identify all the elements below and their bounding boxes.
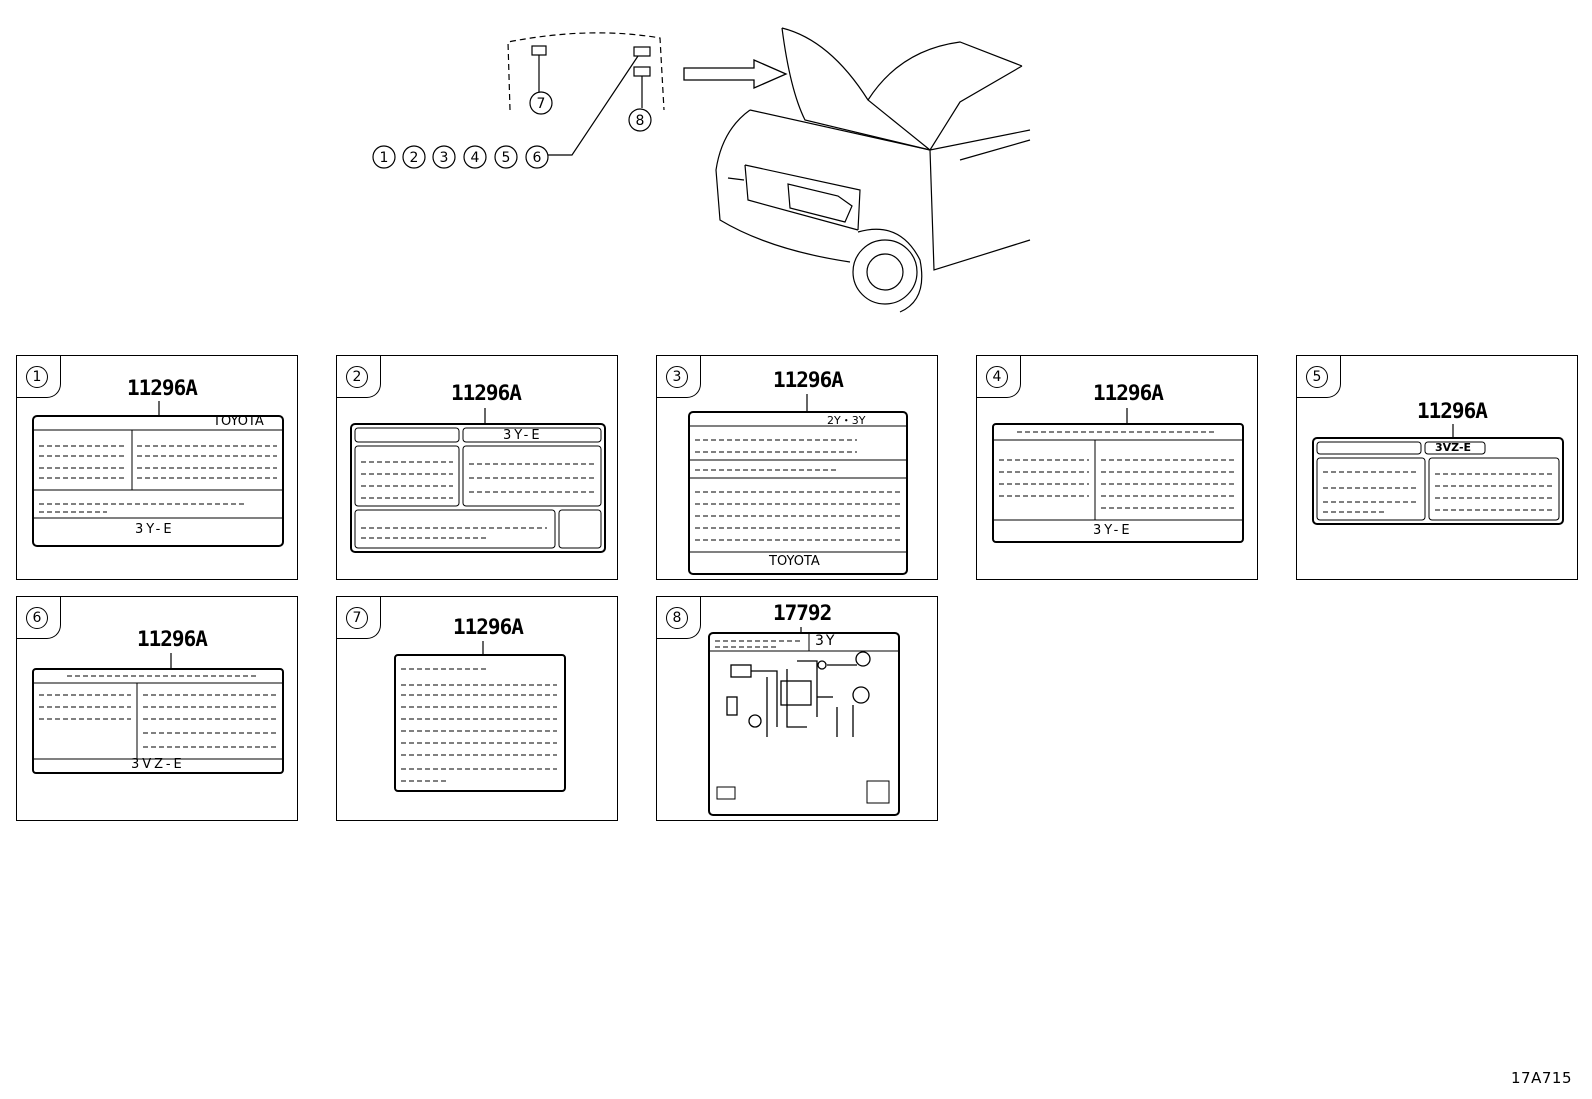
truck-sketch — [715, 27, 1031, 313]
part-number: 11296A — [1417, 399, 1488, 423]
part-number: 11296A — [127, 376, 198, 400]
label-panel-7: 7 11296A — [336, 596, 618, 821]
label-panel-2: 2 11296A 3Y-E — [336, 355, 618, 580]
label-engine: 3Y — [815, 633, 837, 649]
label-drawing — [394, 641, 566, 792]
panel-number-tab — [337, 356, 381, 398]
vehicle-overview-diagram: 7 8 1 2 3 4 5 6 — [372, 27, 1031, 313]
callout-7: 7 — [529, 91, 553, 115]
label-drawing — [350, 408, 606, 553]
label-panel-6: 6 11296A 3VZ-E — [16, 596, 298, 821]
panel-number: 5 — [1306, 366, 1328, 388]
svg-text:5: 5 — [502, 150, 511, 166]
label-engine: 3Y-E — [503, 428, 543, 443]
label-brand: TOYOTA — [213, 414, 264, 429]
label-engine: 3VZ-E — [131, 757, 185, 772]
part-number: 11296A — [1093, 381, 1164, 405]
label-drawing — [708, 627, 900, 816]
svg-text:2: 2 — [410, 150, 419, 166]
panel-number-tab — [657, 356, 701, 398]
panel-number: 1 — [26, 366, 48, 388]
label-engine: 3VZ-E — [1435, 441, 1472, 454]
diagram-code: 17A715 — [1511, 1069, 1572, 1087]
part-number: 17792 — [773, 601, 832, 625]
panel-number-tab — [17, 356, 61, 398]
panel-number-tab — [1297, 356, 1341, 398]
svg-text:1: 1 — [380, 150, 389, 166]
part-number: 11296A — [453, 615, 524, 639]
label-panel-3: 3 11296A 2Y・3Y TOYOTA — [656, 355, 938, 580]
part-number: 11296A — [137, 627, 208, 651]
label-panel-1: 1 11296A TOYOTA 3Y-E — [16, 355, 298, 580]
svg-text:8: 8 — [636, 113, 645, 129]
label-brand: TOYOTA — [769, 554, 820, 569]
svg-text:3: 3 — [440, 150, 449, 166]
part-number: 11296A — [773, 368, 844, 392]
part-number: 11296A — [451, 381, 522, 405]
vacuum-hose-schematic — [726, 651, 871, 737]
panel-number-tab — [657, 597, 701, 639]
svg-text:7: 7 — [537, 96, 546, 112]
panel-number: 8 — [666, 607, 688, 629]
callout-group-1-6: 1 2 3 4 5 6 — [372, 145, 549, 169]
label-drawing — [32, 401, 284, 547]
panel-number: 7 — [346, 607, 368, 629]
label-engine: 3Y-E — [135, 522, 175, 537]
label-drawing — [32, 653, 284, 774]
panel-number: 4 — [986, 366, 1008, 388]
label-drawing — [688, 394, 908, 575]
label-drawing — [992, 408, 1244, 543]
label-drawing — [1312, 424, 1564, 525]
label-engine: 2Y・3Y — [827, 414, 866, 427]
panel-number-tab — [337, 597, 381, 639]
panel-number: 6 — [26, 607, 48, 629]
label-panel-8: 8 17792 3Y — [656, 596, 938, 821]
panel-number: 3 — [666, 366, 688, 388]
callout-8: 8 — [628, 108, 652, 132]
svg-text:4: 4 — [471, 150, 480, 166]
direction-arrow-icon — [683, 59, 788, 89]
panel-number: 2 — [346, 366, 368, 388]
label-panel-5: 5 11296A 3VZ-E — [1296, 355, 1578, 580]
svg-text:6: 6 — [533, 150, 542, 166]
panel-number-tab — [17, 597, 61, 639]
label-engine: 3Y-E — [1093, 523, 1133, 538]
panel-number-tab — [977, 356, 1021, 398]
label-panel-4: 4 11296A 3Y-E — [976, 355, 1258, 580]
